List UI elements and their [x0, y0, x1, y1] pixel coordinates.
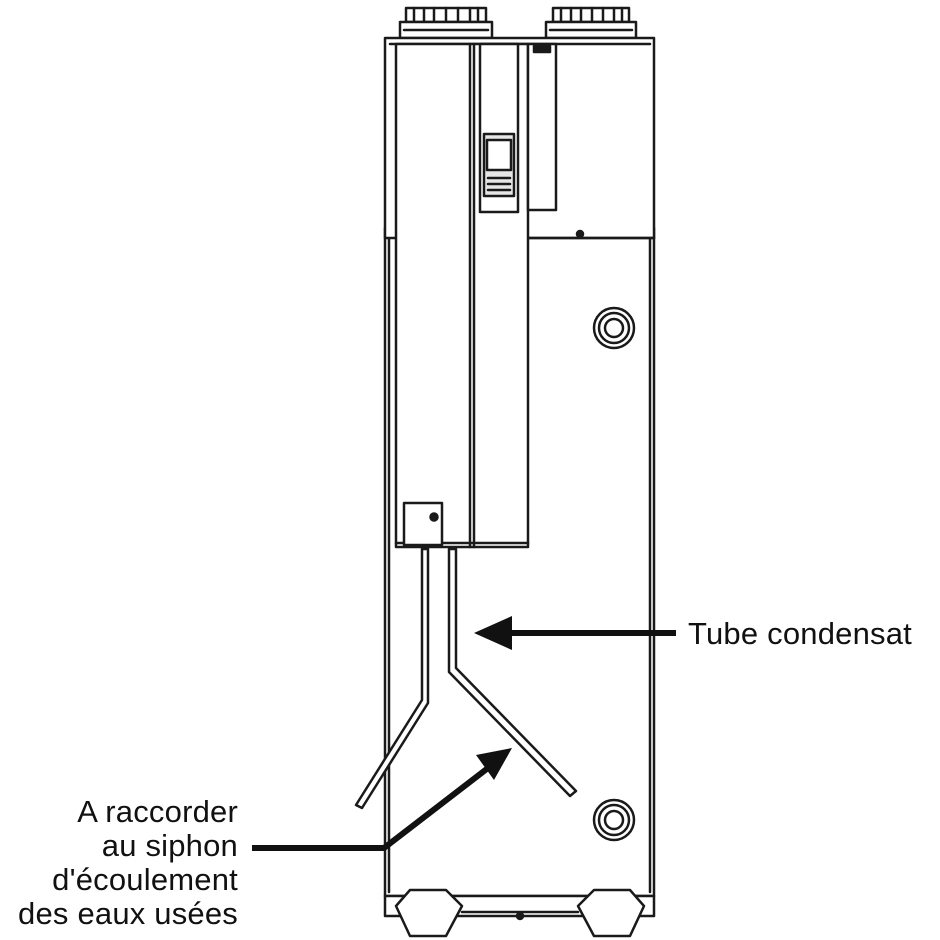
condensate-tube — [447, 547, 578, 798]
label-tube-condensat: Tube condensat — [688, 616, 912, 651]
left-duct-connector — [398, 6, 494, 40]
left-drain-tube — [354, 547, 430, 810]
right-duct-connector — [544, 6, 638, 40]
tank-base — [383, 888, 656, 938]
upper-water-fitting — [592, 306, 636, 350]
side-panel — [526, 42, 558, 212]
label-raccorder-line2: au siphon — [101, 828, 238, 863]
arrow-raccorder — [252, 748, 512, 851]
arrow-tube-condensat — [474, 616, 676, 650]
label-raccorder-siphon: A raccorder au siphon d'écoulement des e… — [18, 795, 238, 931]
label-raccorder-line3: d'écoulement — [52, 862, 238, 897]
label-raccorder-line1: A raccorder — [77, 794, 238, 829]
junction-box — [402, 501, 444, 547]
lower-water-fitting — [592, 798, 636, 842]
label-raccorder-line4: des eaux usées — [18, 896, 238, 931]
